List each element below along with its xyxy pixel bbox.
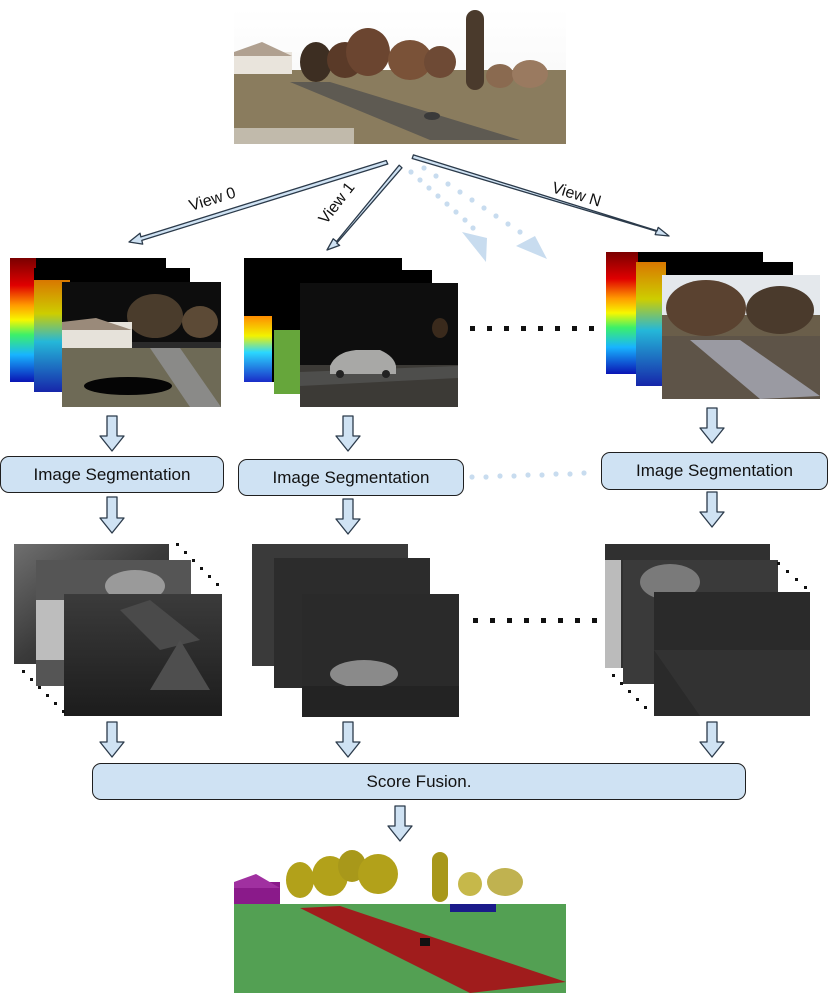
arrow-viewN-icon (411, 154, 670, 237)
down-arrow-icon (335, 415, 361, 452)
down-arrow-icon (99, 721, 125, 758)
segmentation-box-left: Image Segmentation (0, 456, 224, 493)
down-arrow-icon (699, 721, 725, 758)
down-arrow-icon (387, 805, 413, 842)
down-arrow-icon (699, 407, 725, 444)
segmentation-box-right: Image Segmentation (601, 452, 828, 490)
down-arrow-icon (335, 721, 361, 758)
down-arrow-icon (335, 498, 361, 535)
arrow-view1-icon (326, 164, 403, 251)
view1-label: View 1 (316, 179, 359, 227)
row1-ellipsis-icon (470, 326, 594, 331)
viewN-image-stack (606, 252, 820, 399)
score-fusion-box: Score Fusion. (92, 763, 746, 800)
arrow-view0-icon (128, 159, 389, 245)
view1-image-stack (244, 258, 458, 407)
down-arrow-icon (99, 415, 125, 452)
input-point-cloud-image (234, 8, 566, 144)
dotted-arrow-icon (421, 165, 547, 259)
viewN-score-maps (605, 544, 810, 716)
down-arrow-icon (99, 496, 125, 534)
segmentation-ellipsis-icon (469, 470, 587, 480)
output-labeled-point-cloud (234, 850, 566, 993)
view0-score-maps (14, 543, 222, 716)
dotted-arrow-icon (408, 169, 487, 262)
view1-score-maps (252, 544, 459, 717)
segmentation-box-middle: Image Segmentation (238, 459, 464, 496)
down-arrow-icon (699, 491, 725, 528)
view0-image-stack (10, 258, 221, 407)
row2-ellipsis-icon (473, 618, 597, 623)
view-arrows (128, 154, 670, 262)
